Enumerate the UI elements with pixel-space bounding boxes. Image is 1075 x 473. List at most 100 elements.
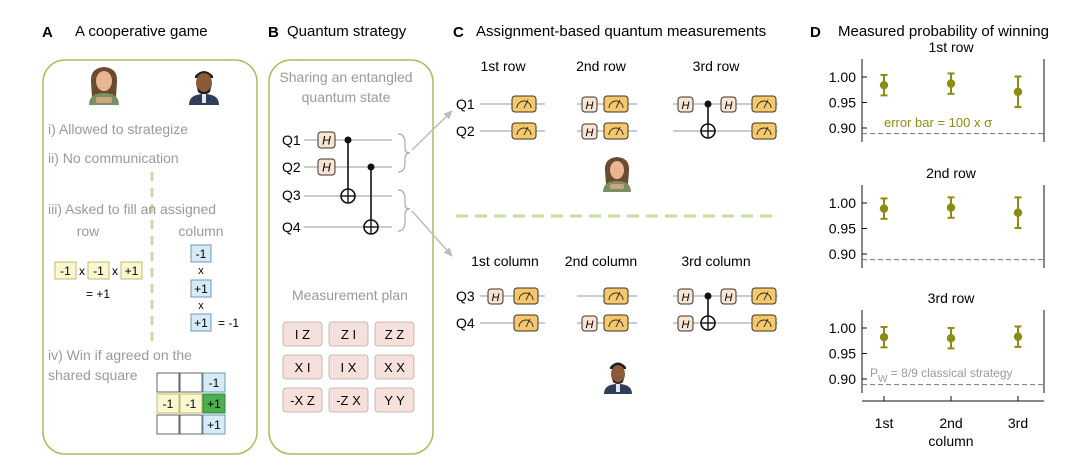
plan-cell xyxy=(328,321,369,347)
hadamard-gate xyxy=(581,96,598,113)
column-header: 3rd column xyxy=(681,253,750,269)
data-point xyxy=(879,332,889,342)
player-man-icon xyxy=(604,362,632,394)
grid-cell-shared xyxy=(202,393,226,414)
column-cell xyxy=(190,244,212,263)
column-header: 2nd column xyxy=(565,253,637,269)
data-point xyxy=(1013,332,1023,341)
data-point xyxy=(879,80,889,90)
plan-cell-label: Z Z xyxy=(385,327,405,342)
hadamard-gate xyxy=(677,96,694,113)
grid-cell-value: +1 xyxy=(207,397,221,411)
row-label: row xyxy=(77,223,100,239)
plan-cell-label: -X Z xyxy=(290,393,315,408)
qubit-label: Q1 xyxy=(282,132,301,148)
brace-top xyxy=(397,133,411,173)
panel-d-title: Measured probability of winning xyxy=(838,23,1049,40)
hadamard-label: H xyxy=(682,100,690,112)
sharing-line2: quantum state xyxy=(302,89,391,105)
hadamard-label: H xyxy=(586,319,594,331)
plan-cell-label: Z I xyxy=(341,327,356,342)
player-man-icon xyxy=(189,71,219,105)
player-woman-icon xyxy=(89,67,119,105)
entangling-circuit: Q1 Q2 Q3 Q4 H H xyxy=(282,131,411,235)
hadamard-gate xyxy=(581,123,598,140)
row-header: 2nd row xyxy=(576,58,627,74)
data-point xyxy=(1013,87,1023,96)
meter-icon xyxy=(603,122,629,140)
grid-cell xyxy=(202,414,226,435)
meter-icon xyxy=(751,95,777,113)
meter-icon xyxy=(603,314,629,332)
y-tick-label: 1.00 xyxy=(829,320,856,336)
x-tick-label: 2nd xyxy=(939,415,962,431)
rule-win-line2: shared square xyxy=(48,367,138,383)
data-point xyxy=(946,334,956,343)
x-tick-label: 3rd xyxy=(1008,415,1028,431)
panel-d-letter: D xyxy=(810,24,821,41)
y-tick-label: 0.90 xyxy=(829,371,856,387)
rule-win-line1: iv) Win if agreed on the xyxy=(48,347,192,363)
cnot-control xyxy=(367,163,375,171)
data-point xyxy=(946,203,956,212)
grid-cell xyxy=(156,393,180,414)
errorbar-annotation: error bar = 100 x σ xyxy=(884,115,992,130)
panel-c: C Assignment-based quantum measurements … xyxy=(453,23,778,394)
hadamard-gate xyxy=(317,158,336,176)
qubit-label: Q1 xyxy=(456,96,475,112)
times-sign: x xyxy=(198,265,204,277)
qubit-label: Q3 xyxy=(282,187,301,203)
qubit-label: Q3 xyxy=(456,288,475,304)
plan-cell xyxy=(282,354,323,380)
cnot-control xyxy=(704,100,712,108)
grid-cell xyxy=(202,372,226,393)
row-measurement-circuits: H H H H xyxy=(480,95,778,140)
brace-bottom xyxy=(397,189,411,232)
y-tick-label: 0.90 xyxy=(829,246,856,262)
plan-cell-label: Y Y xyxy=(384,393,405,408)
grid-cell xyxy=(156,372,180,393)
meter-icon xyxy=(603,95,629,113)
subplot-title: 3rd row xyxy=(928,290,976,306)
hadamard-gate xyxy=(720,96,737,113)
y-tick-label: 0.95 xyxy=(829,95,856,111)
plan-cell xyxy=(282,321,323,347)
x-axis-label: column xyxy=(928,433,973,449)
hadamard-label: H xyxy=(492,292,500,304)
times-sign: x xyxy=(198,300,204,312)
sharing-line1: Sharing an entangled xyxy=(279,69,412,85)
subplot-title: 2nd row xyxy=(926,165,977,181)
row-result: = +1 xyxy=(86,287,110,301)
column-cell-value: -1 xyxy=(196,247,207,261)
row-cell-value: +1 xyxy=(125,264,139,278)
panel-a-letter: A xyxy=(42,24,53,41)
shared-square-grid: -1 -1 -1 +1 +1 xyxy=(156,372,226,435)
data-point xyxy=(1013,208,1023,217)
panel-b: B Quantum strategy Sharing an entangled … xyxy=(268,23,434,455)
plan-cell xyxy=(374,354,415,380)
arrow-to-bob xyxy=(411,210,453,257)
hadamard-label: H xyxy=(725,100,733,112)
hadamard-gate xyxy=(720,288,737,305)
grid-cell xyxy=(156,414,180,435)
column-assignment: -1 x +1 x +1 = -1 xyxy=(190,244,239,332)
hadamard-label: H xyxy=(682,292,690,304)
panel-a: A A cooperative game i) Allowed to strat… xyxy=(42,23,258,455)
classical-annotation: PW = 8/9 classical strategy xyxy=(870,366,1013,385)
row-header: 3rd row xyxy=(693,58,741,74)
plan-cell-label: I Z xyxy=(295,327,310,342)
qubit-label: Q4 xyxy=(282,219,301,235)
plan-title: Measurement plan xyxy=(292,287,408,303)
hadamard-label: H xyxy=(586,127,594,139)
player-woman-icon xyxy=(603,157,631,192)
rule-no-communication: ii) No communication xyxy=(48,150,179,166)
rule-fill-assigned: iii) Asked to fill an assigned xyxy=(48,201,216,217)
rule-strategize: i) Allowed to strategize xyxy=(48,121,188,137)
meter-icon xyxy=(511,95,537,113)
meter-icon xyxy=(513,287,539,305)
times-sign: x xyxy=(79,264,85,278)
row-header: 1st row xyxy=(480,58,526,74)
